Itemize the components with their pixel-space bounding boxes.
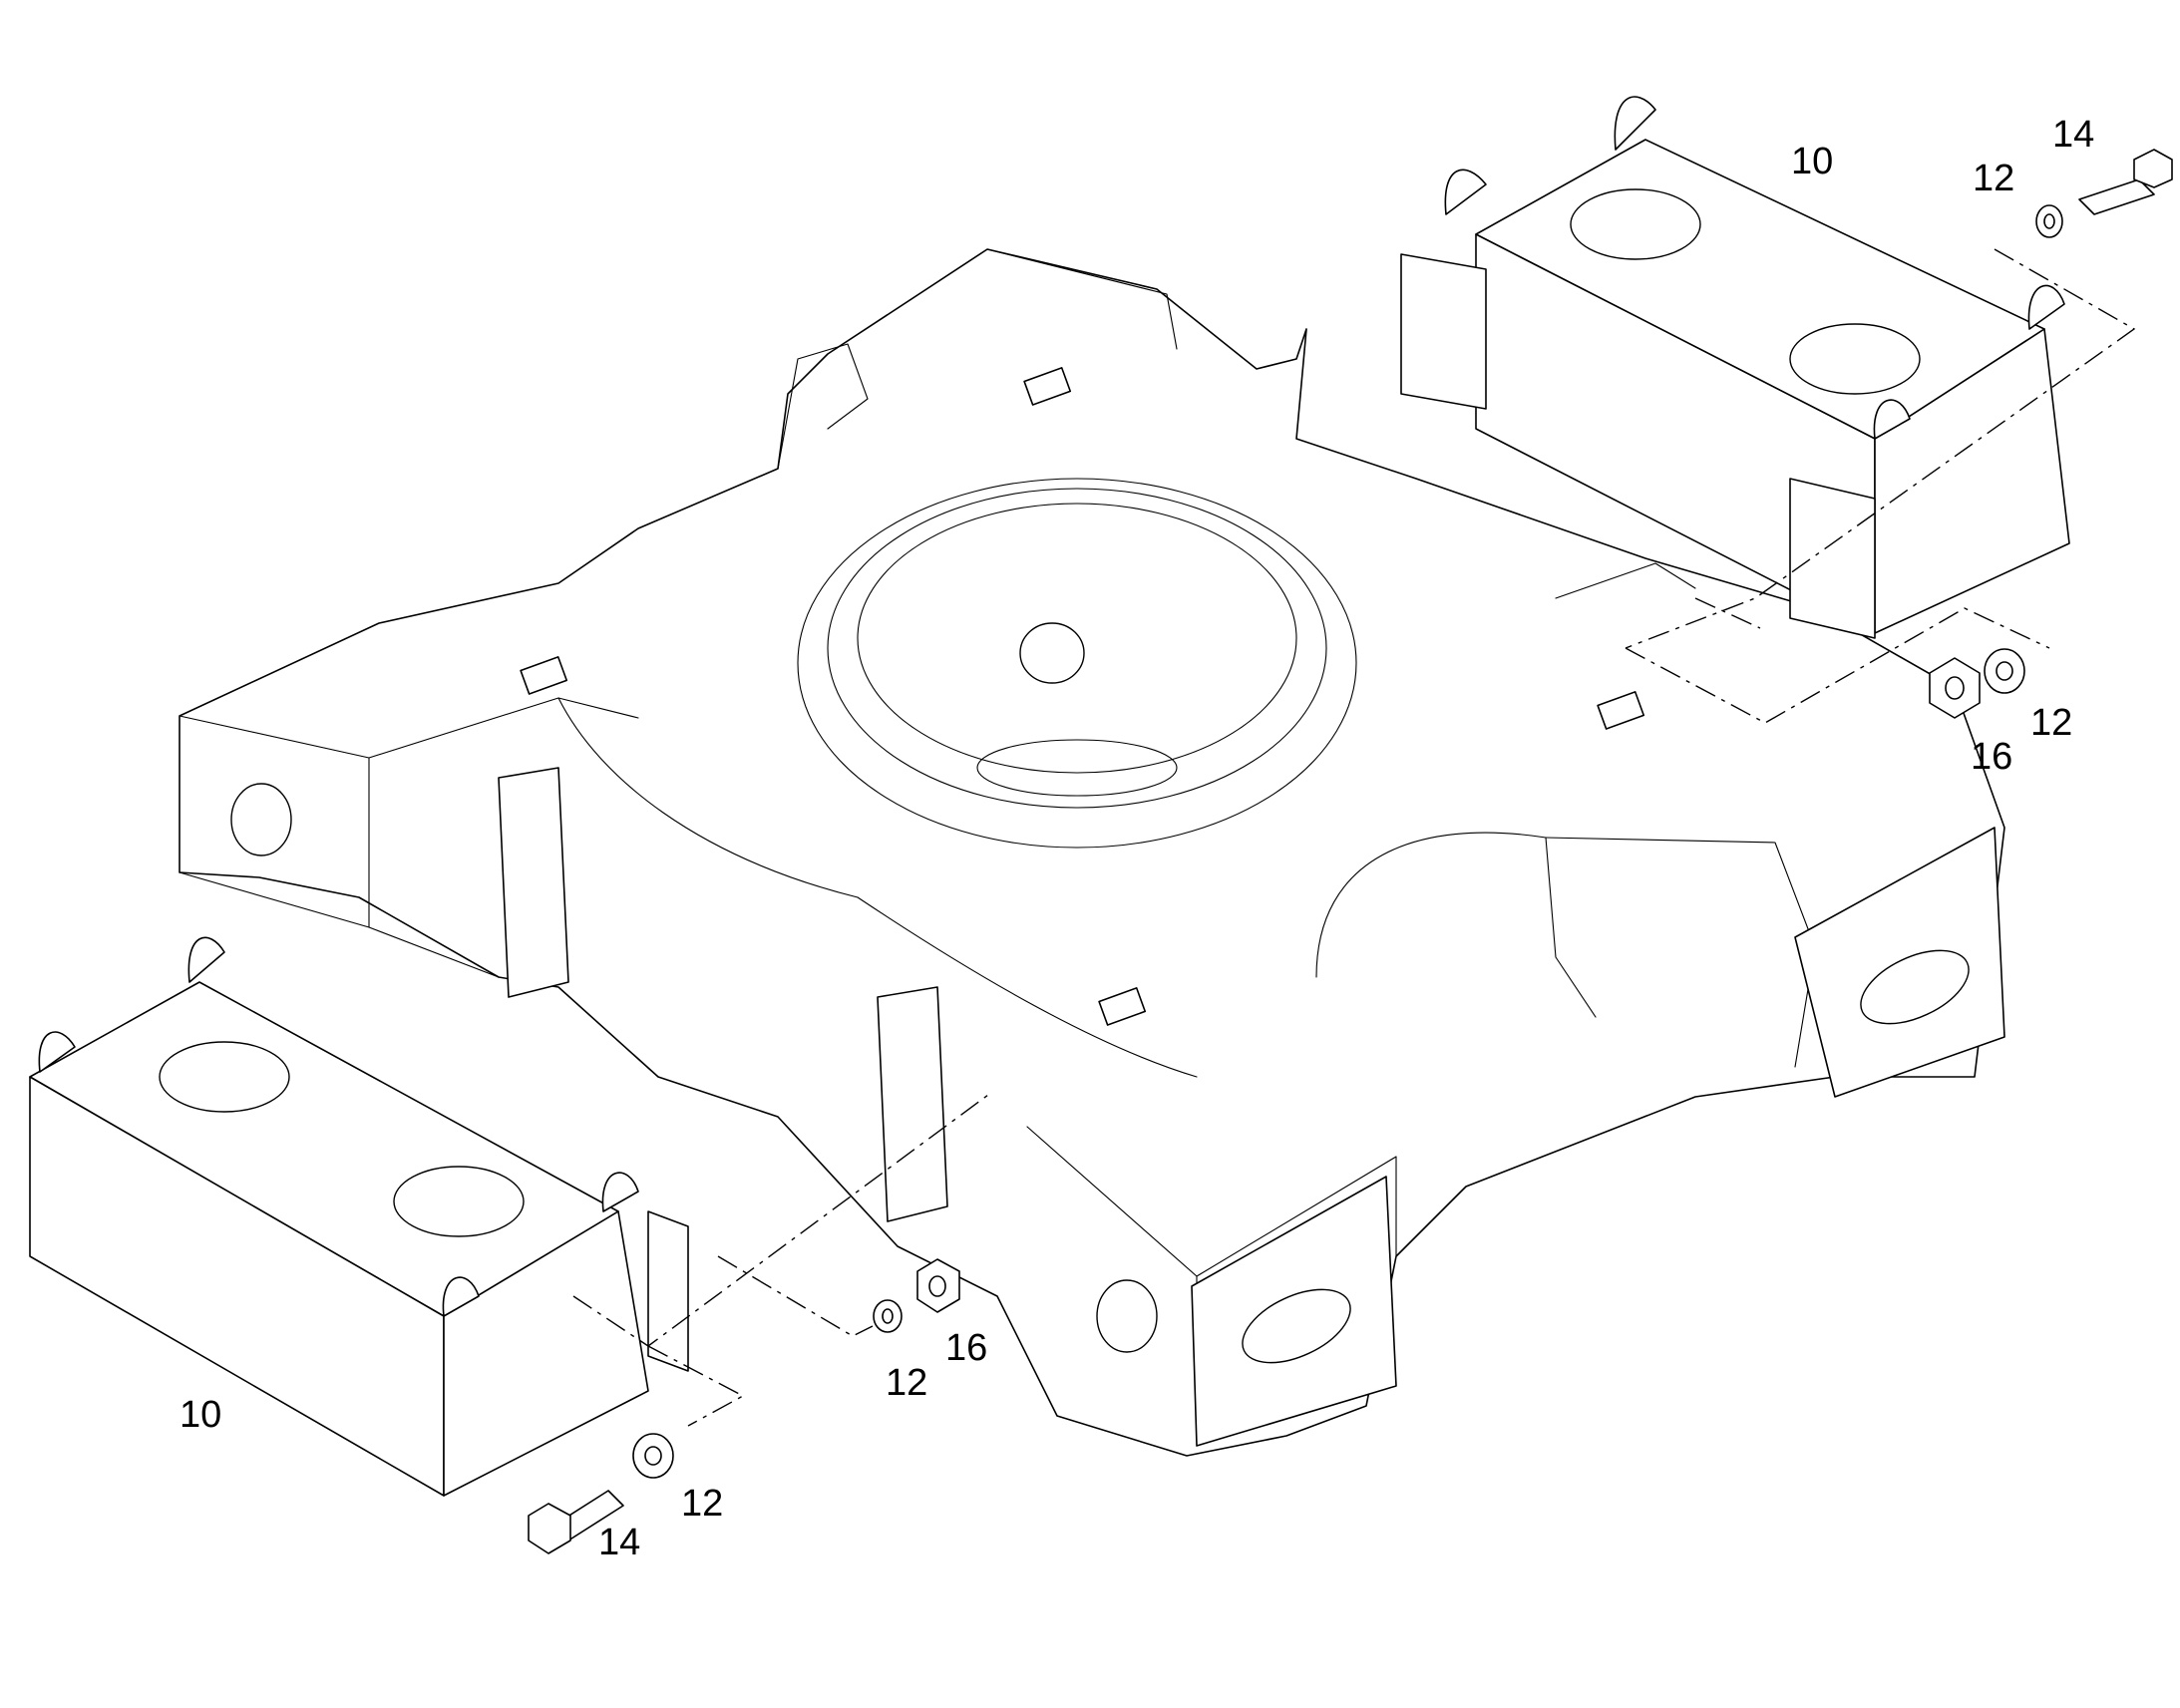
cover-plate (520, 656, 568, 695)
cover-plate (1098, 987, 1147, 1026)
cover-plate (1023, 367, 1072, 406)
callout-bolt-lower: 14 (598, 1522, 641, 1563)
fasteners (528, 149, 2173, 1554)
lifting-lug (601, 1172, 639, 1212)
side-plate (647, 1210, 689, 1372)
center-frame (179, 248, 2005, 1457)
callout-bolt-upper: 14 (2052, 114, 2095, 156)
left-arm-bore (230, 783, 292, 856)
front-mount-bracket (877, 986, 948, 1222)
lifting-lug (1444, 169, 1487, 215)
callout-nut-center: 16 (945, 1327, 988, 1369)
callout-nut-right: 16 (1971, 736, 2013, 778)
counterweight-lower (29, 936, 689, 1497)
assembly-lines (572, 248, 2136, 1427)
lifting-lug (1873, 399, 1911, 440)
bolt-head (2133, 149, 2173, 188)
side-plate (1789, 478, 1876, 639)
slewing-ring (797, 478, 1357, 849)
callout-washer-center: 12 (886, 1362, 928, 1404)
lifting-lug (442, 1276, 480, 1317)
callout-counterweight-lower: 10 (180, 1394, 222, 1436)
lifting-lug (187, 936, 225, 983)
lifting-lug (1614, 96, 1656, 151)
cover-plate (1597, 691, 1645, 730)
callout-counterweight-upper: 10 (1791, 141, 1834, 182)
callout-washer-upper: 12 (1973, 158, 2015, 199)
side-plate (1400, 253, 1487, 410)
front-arm-bore (1096, 1279, 1158, 1353)
left-mount-bracket (498, 767, 569, 998)
counterweight-upper (1400, 96, 2070, 639)
lifting-lug (38, 1031, 76, 1073)
callout-washer-lower: 12 (681, 1483, 724, 1525)
bolt (2078, 178, 2155, 215)
callout-washer-right: 12 (2030, 702, 2073, 744)
lifting-lug (2027, 284, 2065, 330)
bolt-head (528, 1503, 571, 1554)
